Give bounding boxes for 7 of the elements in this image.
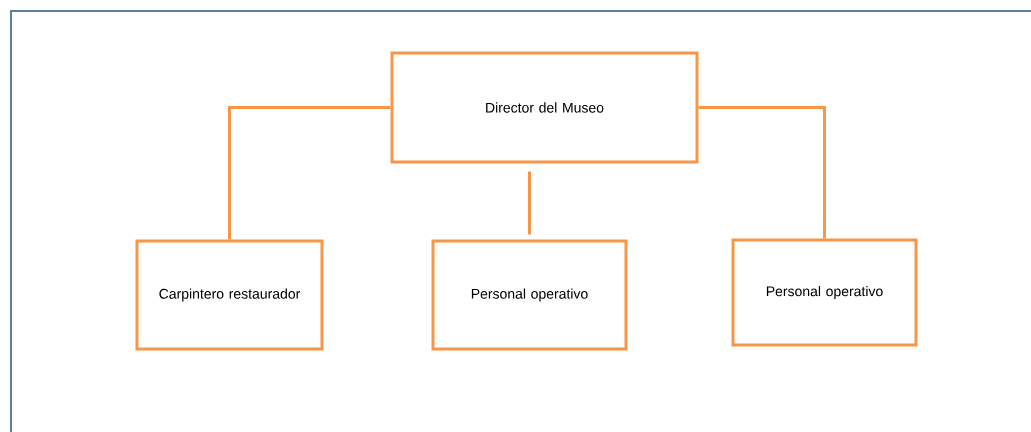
org-box: Personal operativo bbox=[731, 238, 918, 347]
connector-line bbox=[228, 106, 391, 240]
connector-line bbox=[698, 106, 826, 239]
org-box: Carpintero restaurador bbox=[135, 239, 324, 351]
connector-line bbox=[528, 171, 531, 235]
org-box: Director del Museo bbox=[390, 51, 699, 164]
org-box: Personal operativo bbox=[431, 239, 628, 351]
